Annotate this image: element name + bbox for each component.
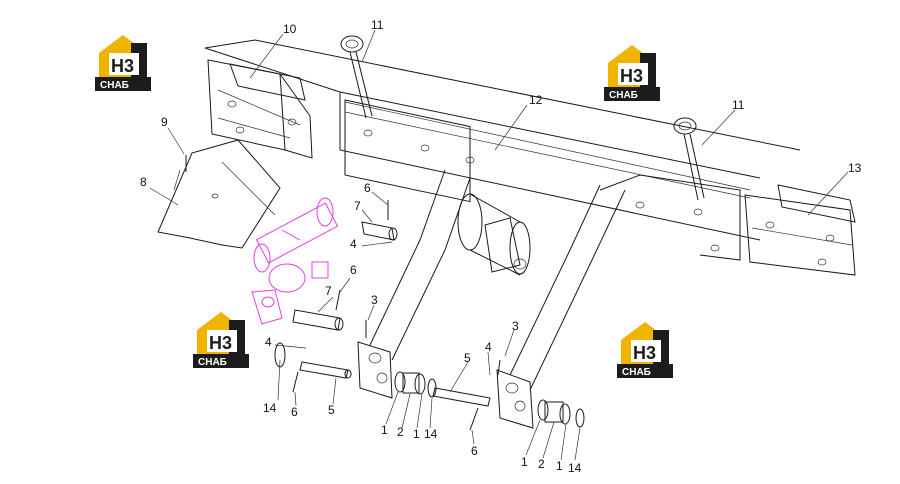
logo-mid-left: Н3 СНАБ: [193, 312, 249, 368]
callout-5: 5: [464, 351, 471, 365]
main-beam: [204, 39, 801, 261]
logo-caption: СНАБ: [198, 357, 227, 368]
roller-pins: [292, 221, 398, 331]
logo-mark: Н3: [111, 56, 134, 76]
callout-3: 3: [512, 319, 519, 333]
callout-4: 4: [350, 237, 357, 251]
callout-14: 14: [263, 401, 277, 415]
callout-4: 4: [485, 340, 492, 354]
callout-12: 12: [529, 93, 543, 107]
callout-8: 8: [140, 175, 147, 189]
callout-14: 14: [568, 461, 582, 475]
callout-13: 13: [848, 161, 862, 175]
callout-labels: 10 11 11 12 13 9 8 6 7 4 7 6 3 3 4 5 4 1…: [140, 18, 862, 475]
logo-mark: Н3: [633, 343, 656, 363]
callout-6: 6: [364, 181, 371, 195]
callout-6: 6: [471, 444, 478, 458]
logo-caption: СНАБ: [622, 367, 651, 378]
callout-2: 2: [538, 457, 545, 471]
arms: [369, 169, 626, 391]
callout-3: 3: [371, 293, 378, 307]
callout-4: 4: [265, 335, 272, 349]
pins: [299, 361, 491, 407]
callout-5: 5: [328, 403, 335, 417]
callout-7: 7: [325, 284, 332, 298]
callout-11: 11: [371, 18, 384, 32]
cover-plate: [157, 139, 281, 249]
callout-2: 2: [397, 425, 404, 439]
callout-6: 6: [291, 405, 298, 419]
logo-top-right: Н3 СНАБ: [604, 45, 660, 101]
callout-1: 1: [413, 427, 420, 441]
bolts: [185, 155, 501, 431]
spacers-and-washers: [274, 342, 585, 428]
callout-14: 14: [424, 427, 438, 441]
callout-11: 11: [732, 98, 745, 112]
callout-9: 9: [161, 115, 168, 129]
logo-mark: Н3: [620, 66, 643, 86]
right-bracket: [744, 184, 856, 276]
callout-7: 7: [354, 199, 361, 213]
callout-1: 1: [556, 459, 563, 473]
callout-10: 10: [283, 22, 297, 36]
leader-lines: [149, 29, 849, 461]
logo-mid-right: Н3 СНАБ: [617, 322, 673, 378]
callout-6: 6: [350, 263, 357, 277]
bushing-blocks: [357, 341, 534, 429]
logo-caption: СНАБ: [100, 80, 129, 91]
hydraulic-cylinder: [251, 197, 339, 325]
eye-bolts: [340, 35, 705, 201]
callout-1: 1: [521, 455, 528, 469]
logo-caption: СНАБ: [609, 90, 638, 101]
logo-top-left: Н3 СНАБ: [95, 35, 151, 91]
logo-mark: Н3: [209, 333, 232, 353]
left-bracket: [207, 59, 313, 159]
callout-1: 1: [381, 423, 388, 437]
